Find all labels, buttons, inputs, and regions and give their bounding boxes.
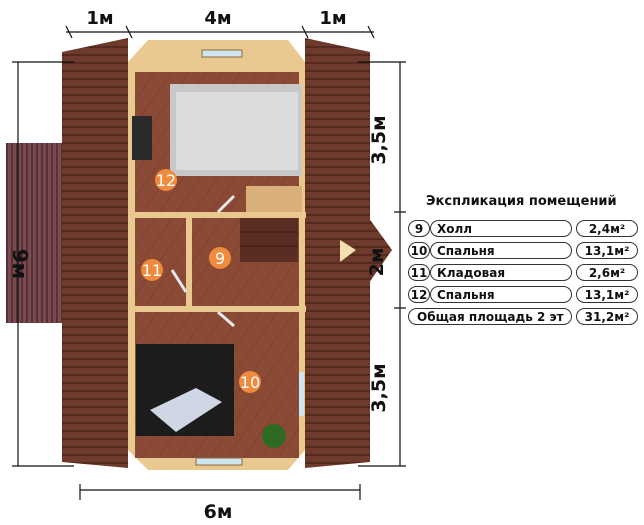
svg-text:10: 10 bbox=[240, 373, 260, 392]
dim-left: 9м bbox=[8, 249, 32, 279]
legend-row-name: Спальня bbox=[430, 242, 572, 259]
dim-right-lower: 3,5м bbox=[368, 363, 390, 412]
legend-row-name: Кладовая bbox=[430, 264, 572, 281]
wall-upper bbox=[128, 212, 306, 218]
room-10-marker: 10 bbox=[239, 371, 261, 393]
dimension-bottom bbox=[79, 484, 361, 500]
wall-lower bbox=[128, 306, 306, 312]
legend-row-number: 11 bbox=[408, 264, 430, 281]
legend-row-number: 12 bbox=[408, 286, 430, 303]
stair-landing bbox=[246, 186, 302, 212]
dim-bottom: 6м bbox=[204, 501, 233, 523]
stairs bbox=[240, 218, 298, 262]
balcony bbox=[6, 143, 66, 323]
dim-top-right: 1м bbox=[319, 8, 346, 29]
dimension-right bbox=[358, 61, 406, 467]
wall-partition bbox=[186, 218, 192, 306]
room-12-marker: 12 bbox=[155, 169, 177, 191]
plant bbox=[262, 424, 286, 448]
dormer-window bbox=[340, 240, 356, 262]
legend-row-area: 2,6м² bbox=[576, 264, 638, 281]
roof-left bbox=[62, 38, 128, 468]
dim-top-center: 4м bbox=[204, 8, 231, 29]
legend-total-label: Общая площадь 2 эт bbox=[408, 308, 572, 325]
window-right bbox=[299, 372, 304, 416]
svg-text:9: 9 bbox=[215, 249, 225, 268]
room-legend: Экспликация помещений 9 Холл 2,4м² 10 Сп… bbox=[408, 194, 640, 329]
dim-top-left: 1м bbox=[86, 8, 113, 29]
legend-row: 9 Холл 2,4м² bbox=[408, 219, 640, 241]
door-11 bbox=[170, 269, 188, 293]
legend-row-number: 9 bbox=[408, 220, 430, 237]
dimension-top bbox=[65, 25, 375, 39]
legend-row-area: 13,1м² bbox=[576, 242, 638, 259]
svg-text:12: 12 bbox=[156, 171, 176, 190]
window-bottom bbox=[195, 457, 243, 466]
legend-row-number: 10 bbox=[408, 242, 430, 259]
wardrobe bbox=[132, 116, 152, 160]
legend-row-name: Холл bbox=[430, 220, 572, 237]
legend-row-area: 2,4м² bbox=[576, 220, 638, 237]
legend-row: 12 Спальня 13,1м² bbox=[408, 285, 640, 307]
legend-total-area: 31,2м² bbox=[576, 308, 638, 325]
door-12 bbox=[216, 194, 236, 214]
legend-row: 11 Кладовая 2,6м² bbox=[408, 263, 640, 285]
room-9-marker: 9 bbox=[209, 247, 231, 269]
legend-row-name: Спальня bbox=[430, 286, 572, 303]
legend-total-row: Общая площадь 2 эт 31,2м² bbox=[408, 307, 640, 329]
legend-row-area: 13,1м² bbox=[576, 286, 638, 303]
dim-right-upper: 3,5м bbox=[368, 115, 390, 164]
dimension-left bbox=[12, 61, 74, 467]
dim-right-middle: 2м bbox=[366, 248, 388, 277]
blanket bbox=[150, 388, 222, 432]
svg-text:11: 11 bbox=[142, 261, 162, 280]
door-10 bbox=[217, 310, 235, 328]
legend-row: 10 Спальня 13,1м² bbox=[408, 241, 640, 263]
room-11-marker: 11 bbox=[141, 259, 163, 281]
window-top bbox=[201, 49, 243, 58]
legend-title: Экспликация помещений bbox=[426, 194, 617, 209]
